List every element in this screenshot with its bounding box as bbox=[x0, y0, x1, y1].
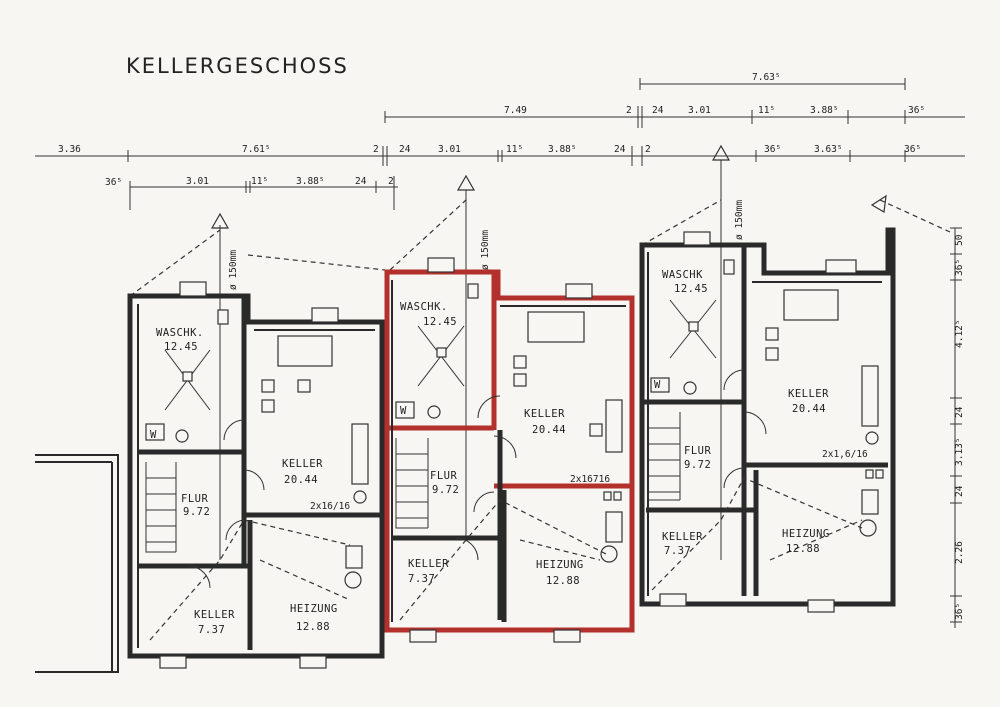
window-note: 2x16716 bbox=[570, 474, 610, 485]
dim-label: 3.13⁵ bbox=[954, 437, 965, 466]
room-label-heizung: HEIZUNG bbox=[536, 559, 584, 571]
room-area: 9.72 bbox=[183, 506, 210, 518]
dim-label: 2 bbox=[626, 105, 632, 116]
dim-label: 2 bbox=[645, 144, 651, 155]
dim-label: 36⁵ bbox=[908, 105, 925, 116]
room-label-heizung: HEIZUNG bbox=[290, 603, 338, 615]
room-label-keller: KELLER bbox=[408, 558, 449, 570]
dim-label: 3.88⁵ bbox=[548, 144, 577, 155]
room-label-keller: KELLER bbox=[282, 458, 323, 470]
room-area: 7.37 bbox=[198, 624, 225, 636]
room-label-waschkueche: WASCHK. bbox=[400, 301, 448, 313]
room-area: 12.45 bbox=[164, 341, 198, 353]
dim-label: 11⁵ bbox=[758, 105, 775, 116]
room-label-flur: FLUR bbox=[684, 445, 711, 457]
dim-label: 24 bbox=[652, 105, 664, 116]
dim-label: 3.88⁵ bbox=[296, 176, 325, 187]
dim-label: 36⁵ bbox=[954, 259, 965, 276]
room-area: 12.88 bbox=[546, 575, 580, 587]
w-symbol: W bbox=[654, 379, 661, 391]
unit-left-walls bbox=[127, 281, 385, 669]
w-symbol: W bbox=[150, 429, 157, 441]
dim-label: 7.63⁵ bbox=[752, 72, 781, 83]
dim-label: 11⁵ bbox=[506, 144, 523, 155]
unit-middle-walls bbox=[384, 257, 635, 643]
room-area: 12.88 bbox=[296, 621, 330, 633]
room-label-keller: KELLER bbox=[788, 388, 829, 400]
unit-middle-labels: WASCHK. 12.45 W KELLER 20.44 2x16716 FLU… bbox=[400, 301, 610, 587]
unit-left-labels: WASCHK. 12.45 W KELLER 20.44 2x16/16 FLU… bbox=[150, 327, 350, 636]
room-label-keller: KELLER bbox=[194, 609, 235, 621]
dim-label: 24 bbox=[355, 176, 367, 187]
dim-label: 2 bbox=[388, 176, 394, 187]
dim-label: 3.88⁵ bbox=[810, 105, 839, 116]
window-note: 2x16/16 bbox=[310, 501, 350, 512]
vent-label: ø 150mm bbox=[228, 250, 239, 290]
dimension-labels: 7.63⁵ 7.49 2 24 3.01 11⁵ 3.88⁵ 36⁵ 3.36 … bbox=[58, 72, 965, 620]
room-area: 7.37 bbox=[408, 573, 435, 585]
dim-label: 24 bbox=[399, 144, 411, 155]
window-note: 2x1,6/16 bbox=[822, 449, 868, 460]
w-symbol: W bbox=[400, 405, 407, 417]
dim-label: 4.12⁵ bbox=[954, 319, 965, 348]
room-label-waschkueche: WASCHK bbox=[662, 269, 703, 281]
dim-label: 36⁵ bbox=[904, 144, 921, 155]
dim-label: 2.26 bbox=[954, 541, 965, 564]
dimension-lines bbox=[35, 78, 965, 628]
dim-label: 3.36 bbox=[58, 144, 81, 155]
room-label-flur: FLUR bbox=[430, 470, 457, 482]
vent-pipes: ø 150mm ø 150mm ø 150mm bbox=[129, 144, 951, 560]
dim-label: 3.01 bbox=[438, 144, 461, 155]
dim-label: 3.63⁵ bbox=[814, 144, 843, 155]
unit-right-walls bbox=[639, 227, 896, 613]
dim-label: 3.01 bbox=[688, 105, 711, 116]
neighbour-outline bbox=[35, 454, 119, 673]
room-area: 12.45 bbox=[674, 283, 708, 295]
dim-label: 50 bbox=[954, 234, 965, 246]
dim-label: 24 bbox=[614, 144, 626, 155]
dim-label: 7.61⁵ bbox=[242, 144, 271, 155]
dim-label: 11⁵ bbox=[251, 176, 268, 187]
unit-right-labels: WASCHK 12.45 W KELLER 20.44 2x1,6/16 FLU… bbox=[654, 269, 868, 557]
room-area: 9.72 bbox=[684, 459, 711, 471]
dim-label: 36⁵ bbox=[954, 603, 965, 620]
vent-label: ø 150mm bbox=[480, 230, 491, 270]
dim-label: 36⁵ bbox=[105, 177, 122, 188]
room-label-flur: FLUR bbox=[181, 493, 208, 505]
room-area: 20.44 bbox=[532, 424, 566, 436]
dim-label: 24 bbox=[954, 406, 965, 418]
room-area: 12.45 bbox=[423, 316, 457, 328]
plan-title: KELLERGESCHOSS bbox=[126, 54, 349, 78]
dim-label: 24 bbox=[954, 485, 965, 497]
dim-label: 7.49 bbox=[504, 105, 527, 116]
room-label-keller: KELLER bbox=[524, 408, 565, 420]
room-label-waschkueche: WASCHK. bbox=[156, 327, 204, 339]
room-area: 12.88 bbox=[786, 543, 820, 555]
room-label-keller: KELLER bbox=[662, 531, 703, 543]
room-area: 20.44 bbox=[284, 474, 318, 486]
dim-label: 3.01 bbox=[186, 176, 209, 187]
dim-label: 2 bbox=[373, 144, 379, 155]
room-label-heizung: HEIZUNG bbox=[782, 528, 830, 540]
vent-label: ø 150mm bbox=[734, 200, 745, 240]
room-area: 9.72 bbox=[432, 484, 459, 496]
dim-label: 36⁵ bbox=[764, 144, 781, 155]
room-area: 20.44 bbox=[792, 403, 826, 415]
room-area: 7.37 bbox=[664, 545, 691, 557]
